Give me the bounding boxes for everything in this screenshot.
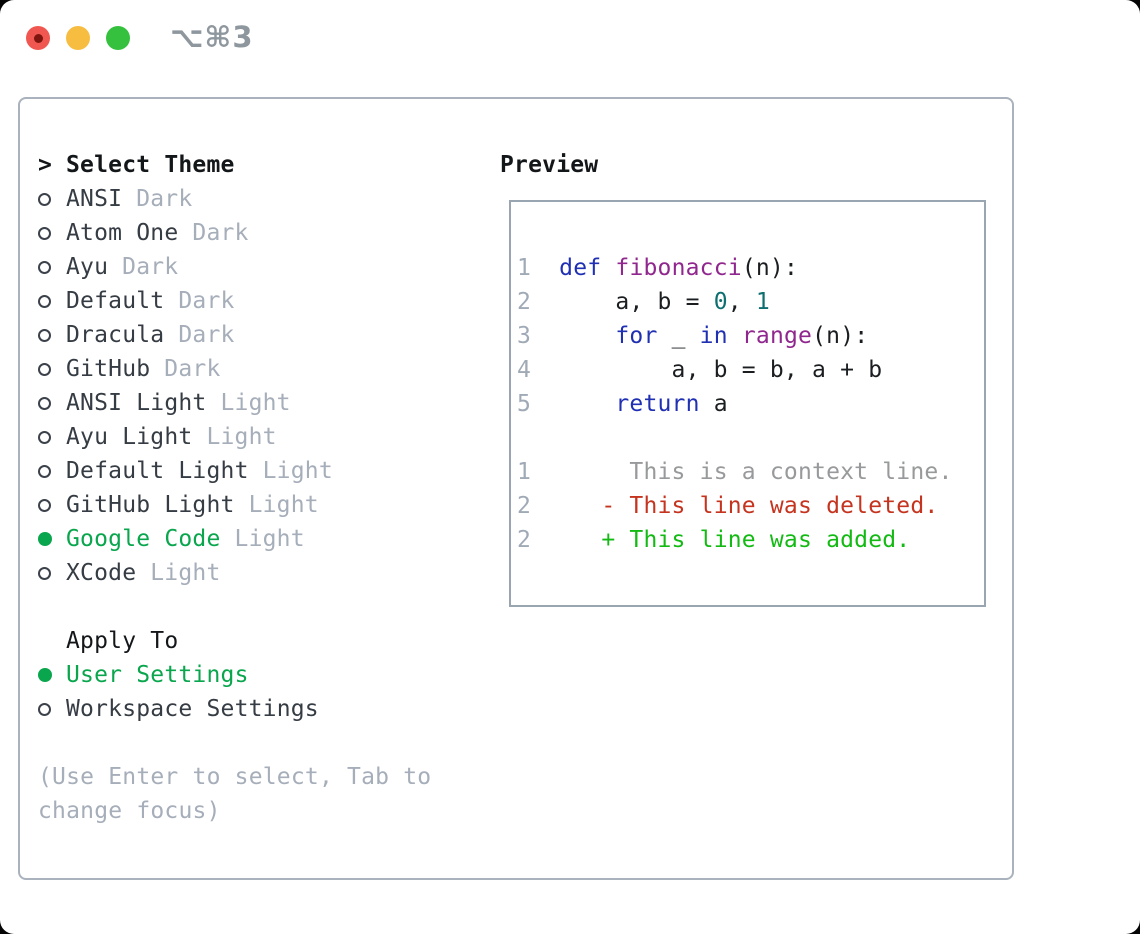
theme-option-ansi[interactable]: ANSI Dark xyxy=(38,182,431,216)
theme-option-ayu-light[interactable]: Ayu Light Light xyxy=(38,420,431,454)
theme-name: ANSI Light xyxy=(66,390,207,416)
theme-variant: Light xyxy=(220,390,291,416)
theme-variant: Light xyxy=(150,560,221,586)
radio-icon xyxy=(38,430,51,444)
theme-option-dracula[interactable]: Dracula Dark xyxy=(38,318,431,352)
theme-option-github-light[interactable]: GitHub Light Light xyxy=(38,488,431,522)
radio-icon xyxy=(38,226,51,240)
theme-name: Ayu xyxy=(66,254,109,280)
theme-variant: Dark xyxy=(192,220,249,246)
code-line xyxy=(517,421,984,455)
radio-icon xyxy=(38,362,51,376)
theme-variant: Dark xyxy=(122,254,179,280)
theme-option-atom-one[interactable]: Atom One Dark xyxy=(38,216,431,250)
theme-variant: Light xyxy=(248,492,319,518)
hint-text: (Use Enter to select, Tab to change focus… xyxy=(38,760,431,828)
code-line: 1 def fibonacci(n): xyxy=(517,255,799,281)
theme-name: ANSI xyxy=(66,186,123,212)
apply-to-title: Apply To xyxy=(66,628,179,654)
cursor-caret: > xyxy=(38,152,53,178)
close-dot-icon xyxy=(33,33,43,43)
hint-line: change focus) xyxy=(38,798,221,824)
theme-option-ansi-light[interactable]: ANSI Light Light xyxy=(38,386,431,420)
window-shortcut-label: ⌥⌘3 xyxy=(170,20,254,54)
theme-variant: Dark xyxy=(164,356,221,382)
theme-name: Default Light xyxy=(66,458,249,484)
theme-option-default-light[interactable]: Default Light Light xyxy=(38,454,431,488)
code-preview: 1 def fibonacci(n): 2 a, b = 0, 1 3 for _ … xyxy=(511,202,984,557)
theme-variant: Dark xyxy=(178,288,235,314)
theme-name: Default xyxy=(66,288,165,314)
apply-to-header: Apply To xyxy=(38,624,431,658)
titlebar: ⌥⌘3 xyxy=(0,0,1140,74)
theme-name: XCode xyxy=(66,560,137,586)
theme-option-xcode[interactable]: XCode Light xyxy=(38,556,431,590)
radio-icon xyxy=(38,396,51,410)
radio-icon xyxy=(38,498,51,512)
code-line: 3 for _ in range(n): xyxy=(517,323,869,349)
radio-icon xyxy=(38,702,51,716)
code-line: 2 a, b = 0, 1 xyxy=(517,289,770,315)
theme-option-default[interactable]: Default Dark xyxy=(38,284,431,318)
theme-name: Ayu Light xyxy=(66,424,193,450)
theme-name: GitHub xyxy=(66,356,151,382)
preview-title: Preview xyxy=(500,152,599,178)
code-line: 2 - This line was deleted. xyxy=(517,493,939,519)
theme-variant: Light xyxy=(206,424,277,450)
theme-option-google-code[interactable]: Google Code Light xyxy=(38,522,431,556)
apply-name: Workspace Settings xyxy=(66,696,319,722)
select-theme-title: Select Theme xyxy=(66,152,235,178)
radio-selected-icon xyxy=(38,668,52,682)
theme-name: Atom One xyxy=(66,220,179,246)
radio-selected-icon xyxy=(38,532,52,546)
maximize-button[interactable] xyxy=(106,26,130,50)
theme-option-ayu[interactable]: Ayu Dark xyxy=(38,250,431,284)
apply-option-user-settings[interactable]: User Settings xyxy=(38,658,431,692)
radio-icon xyxy=(38,328,51,342)
theme-variant: Dark xyxy=(136,186,193,212)
close-button[interactable] xyxy=(26,26,50,50)
spacer xyxy=(38,726,431,760)
theme-variant: Light xyxy=(234,526,305,552)
minimize-button[interactable] xyxy=(66,26,90,50)
theme-name: GitHub Light xyxy=(66,492,235,518)
theme-variant: Light xyxy=(262,458,333,484)
radio-icon xyxy=(38,192,51,206)
apply-name: User Settings xyxy=(66,662,249,688)
code-line: 2 + This line was added. xyxy=(517,527,911,553)
theme-name: Google Code xyxy=(66,526,221,552)
select-theme-header: > Select Theme xyxy=(38,148,431,182)
theme-variant: Dark xyxy=(178,322,235,348)
code-line: 5 return a xyxy=(517,391,728,417)
radio-icon xyxy=(38,566,51,580)
code-line: 1 This is a context line. xyxy=(517,459,953,485)
preview-box: 1 def fibonacci(n): 2 a, b = 0, 1 3 for _ … xyxy=(509,200,986,607)
code-line: 4 a, b = b, a + b xyxy=(517,357,883,383)
theme-name: Dracula xyxy=(66,322,165,348)
radio-icon xyxy=(38,294,51,308)
spacer xyxy=(38,590,431,624)
radio-icon xyxy=(38,464,51,478)
theme-option-github[interactable]: GitHub Dark xyxy=(38,352,431,386)
traffic-lights xyxy=(26,26,130,50)
apply-option-workspace-settings[interactable]: Workspace Settings xyxy=(38,692,431,726)
hint-line: (Use Enter to select, Tab to xyxy=(38,764,432,790)
radio-icon xyxy=(38,260,51,274)
